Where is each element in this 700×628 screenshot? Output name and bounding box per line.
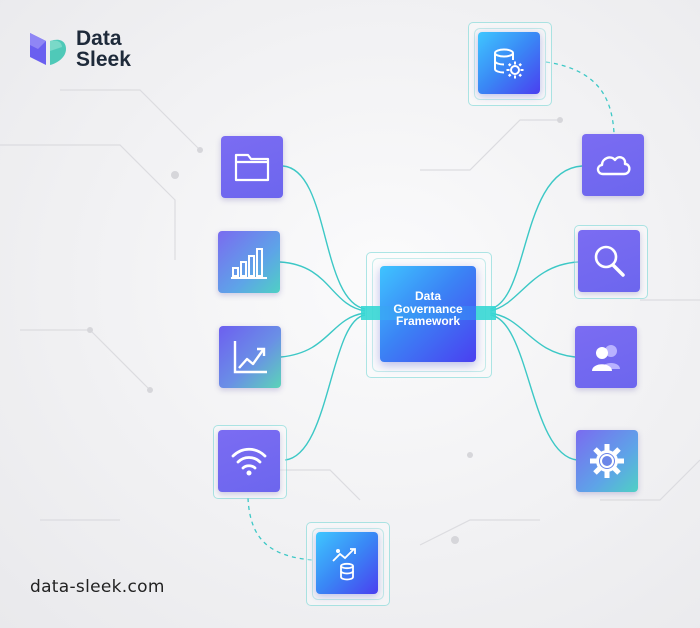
cloud-icon (596, 156, 631, 176)
db-gear-frame-inner (474, 28, 546, 100)
connector-db-gear (545, 61, 615, 134)
connector-cloud (489, 165, 583, 310)
database-growth-icon (332, 548, 356, 581)
connector-users (489, 312, 576, 358)
user-group-icon (592, 345, 620, 371)
connector-trend (280, 312, 366, 358)
logo-mark-icon (30, 33, 66, 65)
hub-title-line3: Framework (395, 314, 461, 328)
trend-node[interactable] (219, 326, 281, 388)
hub-band-inner (380, 306, 476, 320)
search-node[interactable] (578, 230, 640, 292)
line-trend-icon (233, 341, 267, 374)
wifi-icon (231, 447, 267, 476)
connector-wifi (284, 314, 366, 461)
bar-chart-node[interactable] (218, 231, 280, 293)
brand-name-line1: Data (76, 27, 122, 50)
magnifier-icon (594, 245, 625, 277)
settings-node[interactable] (576, 430, 638, 492)
brand-logo[interactable]: Data Sleek (28, 28, 131, 70)
folder-icon (234, 153, 270, 182)
database-gear-icon (494, 48, 524, 79)
database-growth-node[interactable] (316, 532, 378, 594)
bar-chart-icon (231, 248, 267, 279)
users-node[interactable] (575, 326, 637, 388)
folder-node[interactable] (221, 136, 283, 198)
db-growth-frame-inner (312, 528, 384, 600)
hub-title: Data Governance Framework (368, 290, 488, 328)
connector-folder (282, 165, 366, 310)
cloud-node[interactable] (582, 134, 644, 196)
gear-icon (590, 444, 624, 478)
connector-gear (489, 314, 578, 461)
connector-bar-chart (279, 261, 366, 312)
database-gear-node[interactable] (478, 32, 540, 94)
wifi-node[interactable] (218, 430, 280, 492)
hub-title-line1: Data (414, 289, 441, 303)
connector-search (489, 261, 579, 312)
connector-db-growth (247, 497, 313, 561)
brand-name-line2: Sleek (76, 48, 131, 71)
site-url[interactable]: data-sleek.com (30, 577, 165, 597)
hub-title-line2: Governance (393, 301, 463, 316)
